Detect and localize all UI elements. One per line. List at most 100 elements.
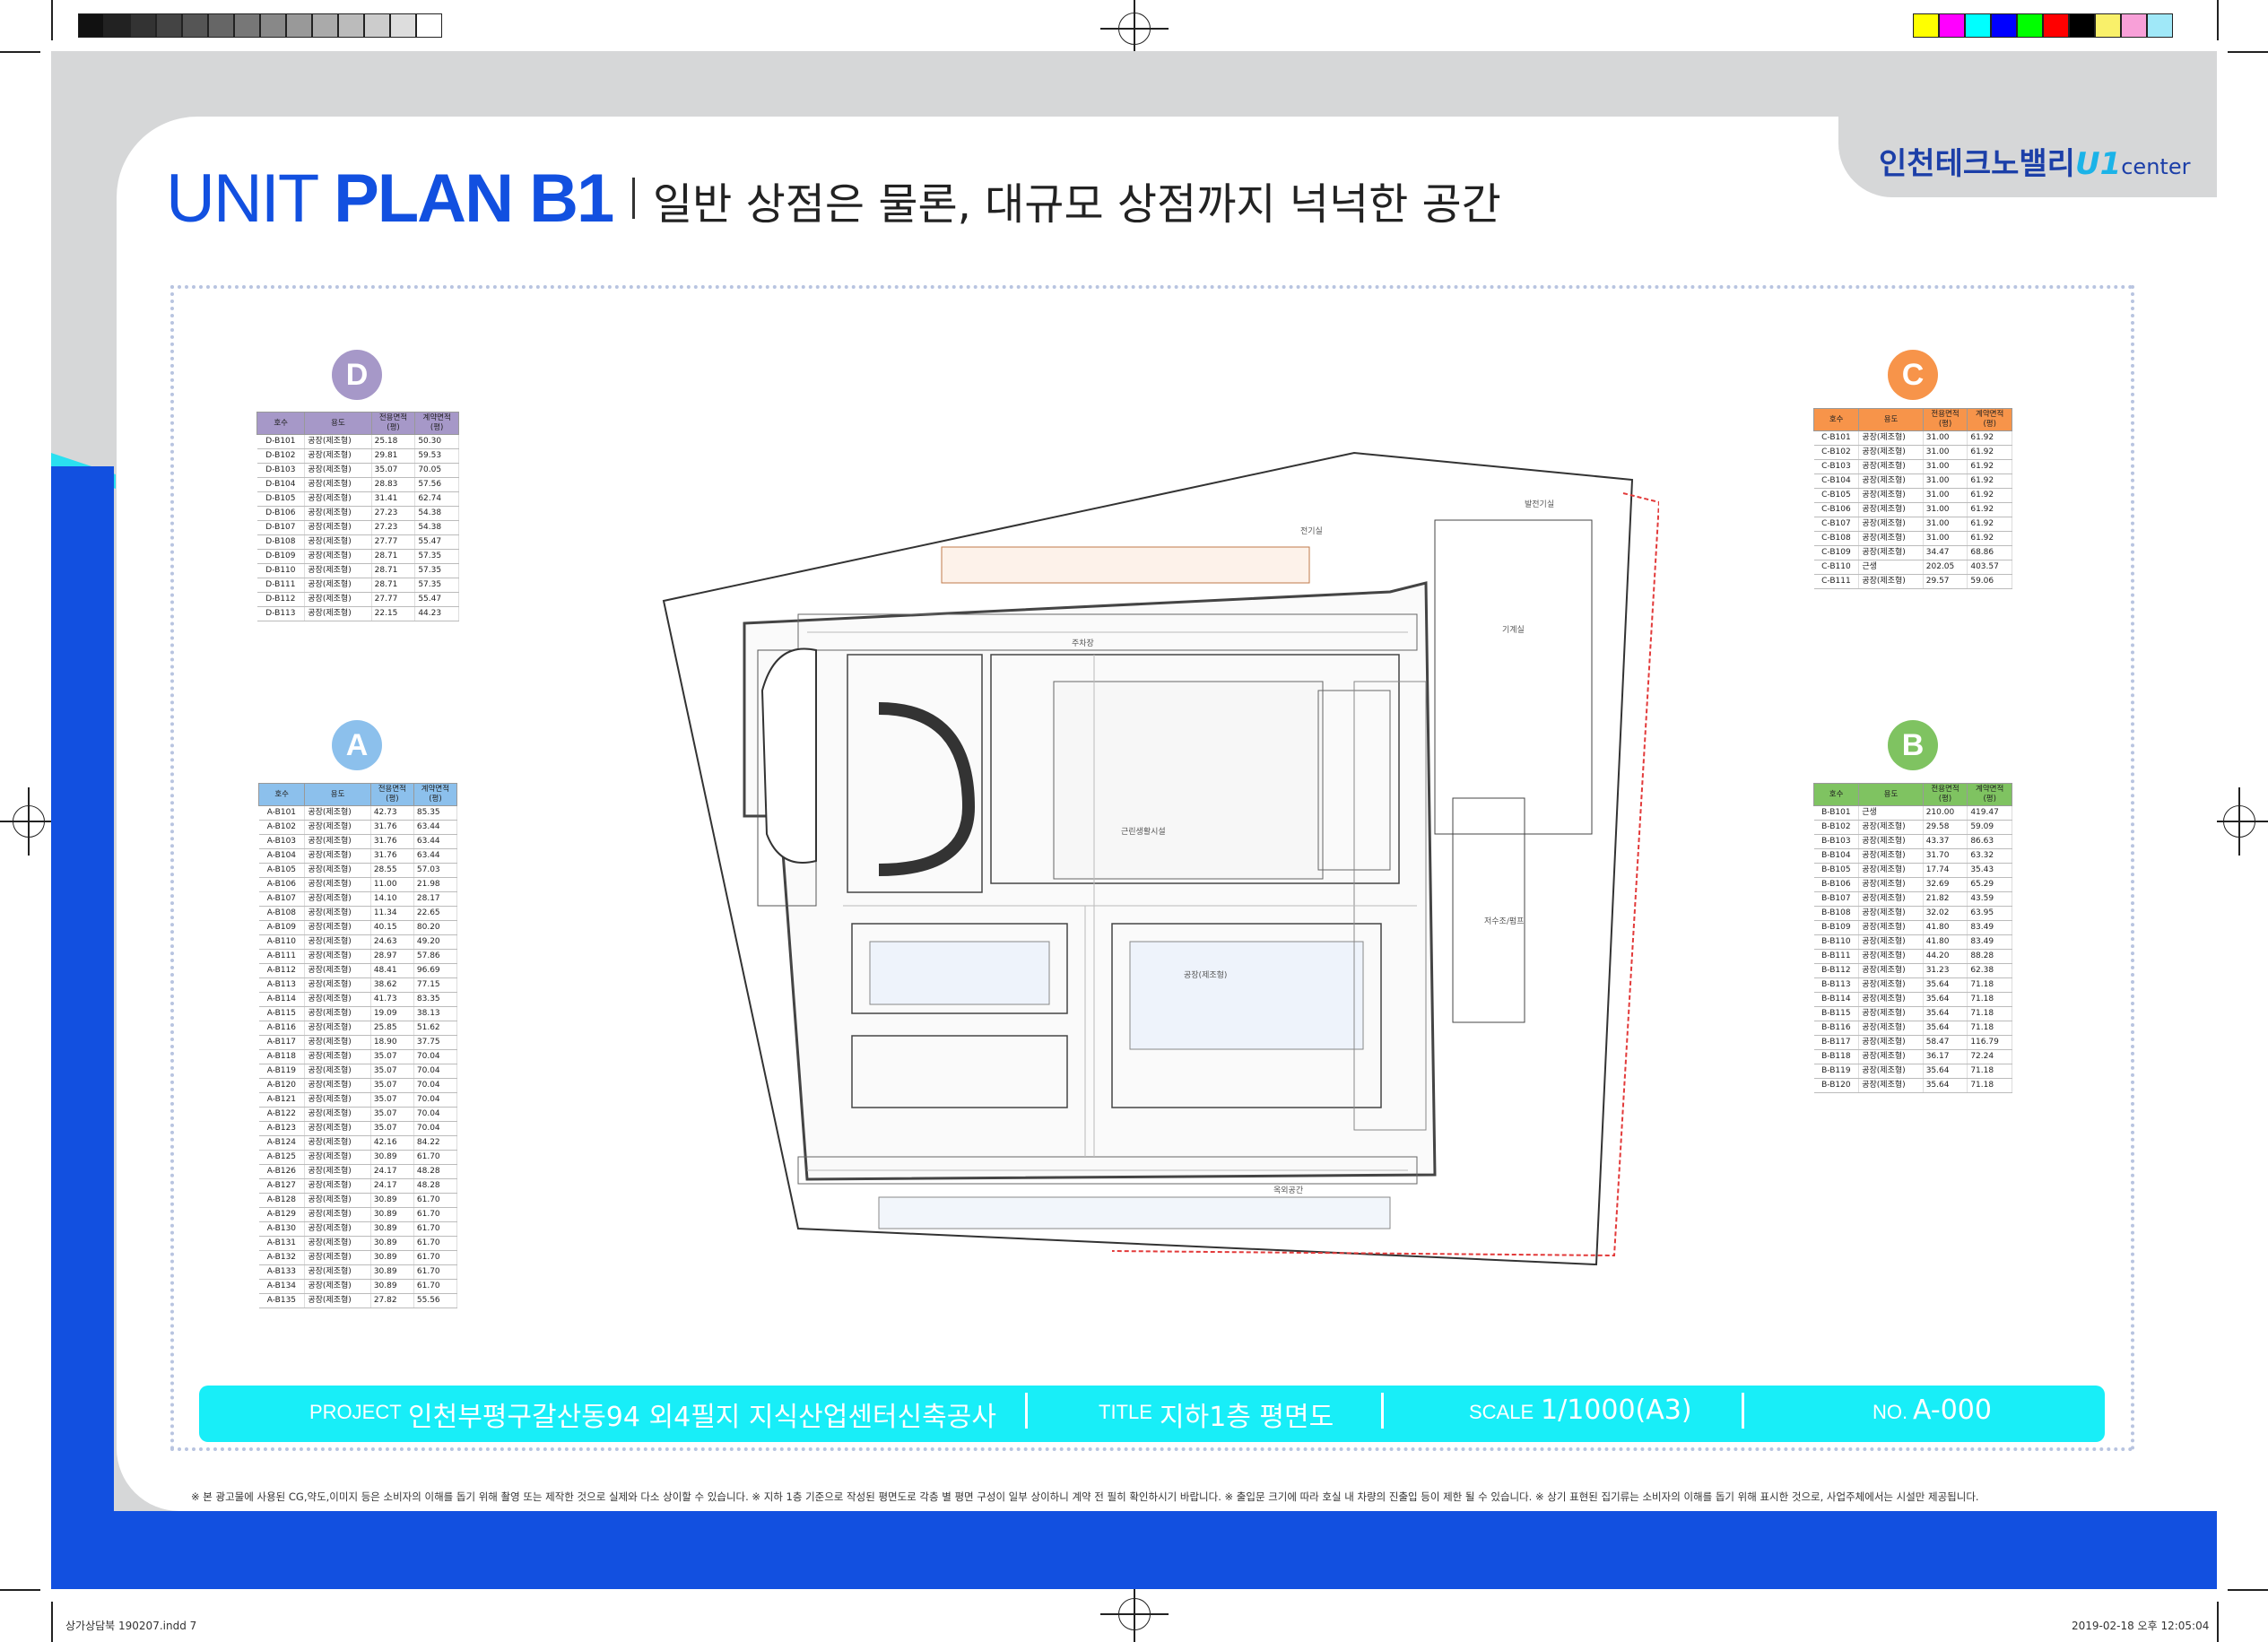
table-cell: 31.76 <box>370 834 414 849</box>
table-cell: 공장(제조형) <box>1858 1078 1924 1093</box>
table-cell: 83.49 <box>1967 920 2012 935</box>
table-cell: 공장(제조형) <box>304 1178 371 1194</box>
table-cell: 공장(제조형) <box>304 1135 371 1151</box>
table-cell: 11.34 <box>370 906 414 921</box>
table-cell: 61.92 <box>1967 488 2012 503</box>
table-cell: 공장(제조형) <box>1858 863 1924 878</box>
table-cell: 36.17 <box>1923 1049 1968 1064</box>
table-cell: 공장(제조형) <box>304 949 371 964</box>
table-cell: 24.17 <box>370 1178 414 1194</box>
table-cell: 31.76 <box>370 820 414 835</box>
table-cell: 공장(제조형) <box>1858 934 1924 950</box>
table-cell: A-B112 <box>258 963 306 978</box>
column-header: 용도 <box>304 412 372 435</box>
crop-mark <box>2228 1589 2268 1591</box>
table-cell: 공장(제조형) <box>304 863 371 878</box>
column-header: 호수 <box>257 783 306 806</box>
column-header: 용도 <box>1858 408 1924 431</box>
table-cell: C-B104 <box>1813 473 1860 489</box>
table-cell: 공장(제조형) <box>1858 1021 1924 1036</box>
column-header: 호수 <box>1812 783 1860 806</box>
table-cell: A-B118 <box>258 1049 306 1064</box>
table-cell: 근생 <box>1858 805 1924 821</box>
table-cell: 61.70 <box>413 1150 458 1165</box>
table-cell: B-B105 <box>1813 863 1860 878</box>
table-cell: 70.04 <box>413 1107 458 1122</box>
table-cell: 43.37 <box>1923 834 1968 849</box>
table-cell: B-B111 <box>1813 949 1860 964</box>
table-cell: 35.64 <box>1923 1006 1968 1021</box>
table-cell: 공장(제조형) <box>1858 459 1924 474</box>
table-cell: A-B110 <box>258 934 306 950</box>
table-cell: 61.70 <box>413 1236 458 1251</box>
table-cell: 48.41 <box>370 963 414 978</box>
table-cell: 공장(제조형) <box>304 1121 371 1136</box>
table-cell: 35.64 <box>1923 992 1968 1007</box>
table-cell: 공장(제조형) <box>304 820 371 835</box>
column-header: 용도 <box>304 783 371 806</box>
table-cell: 공장(제조형) <box>1858 992 1924 1007</box>
table-cell: 공장(제조형) <box>304 1293 371 1308</box>
table-cell: A-B113 <box>258 977 306 993</box>
column-header: 계약면적 (평) <box>414 412 459 435</box>
table-cell: 공장(제조형) <box>304 1164 371 1179</box>
table-cell: 35.64 <box>1923 977 1968 993</box>
column-header: 호수 <box>256 412 306 435</box>
table-cell: 공장(제조형) <box>1858 1049 1924 1064</box>
table-cell: C-B103 <box>1813 459 1860 474</box>
table-cell: 22.15 <box>371 606 416 621</box>
disclaimer-text: ※ 본 광고물에 사용된 CG,약도,이미지 등은 소비자의 이해를 돕기 위해… <box>191 1490 1979 1503</box>
table-cell: 30.89 <box>370 1207 414 1222</box>
gray-swatch <box>182 13 208 38</box>
table-cell: A-B134 <box>258 1279 306 1294</box>
table-cell: 31.00 <box>1923 430 1968 446</box>
table-cell: B-B117 <box>1813 1035 1860 1050</box>
table-cell: A-B130 <box>258 1221 306 1237</box>
table-cell: 28.71 <box>371 578 416 593</box>
table-cell: C-B109 <box>1813 545 1860 560</box>
project-value: 인천부평구갈산동94 외4필지 지식산업센터신축공사 <box>408 1402 996 1433</box>
table-cell: A-B115 <box>258 1006 306 1021</box>
table-cell: 72.24 <box>1967 1049 2012 1064</box>
table-cell: 24.63 <box>370 934 414 950</box>
crop-mark <box>0 1589 40 1591</box>
table-cell: 70.04 <box>413 1121 458 1136</box>
table-cell: 공장(제조형) <box>1858 1006 1924 1021</box>
color-swatch <box>1991 13 2017 38</box>
table-cell: 공장(제조형) <box>304 1035 371 1050</box>
table-cell: 40.15 <box>370 920 414 935</box>
table-cell: 61.70 <box>413 1207 458 1222</box>
table-cell: D-B109 <box>256 549 306 564</box>
info-divider <box>1742 1393 1744 1429</box>
table-cell: 43.59 <box>1967 891 2012 907</box>
table-cell: 30.89 <box>370 1264 414 1280</box>
table-cell: 공장(제조형) <box>304 1107 371 1122</box>
table-cell: 35.07 <box>370 1064 414 1079</box>
color-swatch <box>1939 13 1965 38</box>
table-cell: 61.92 <box>1967 445 2012 460</box>
table-cell: 49.20 <box>413 934 458 950</box>
table-cell: 57.35 <box>414 549 459 564</box>
table-cell: 58.47 <box>1923 1035 1968 1050</box>
floor-plan: 주차장 전기실 발전기실 기계실 저수조/펌프 근린생활시설 공장(제조형) 옥… <box>662 451 1659 1266</box>
table-cell: 29.81 <box>371 448 416 464</box>
color-swatch <box>2121 13 2147 38</box>
table-cell: A-B122 <box>258 1107 306 1122</box>
